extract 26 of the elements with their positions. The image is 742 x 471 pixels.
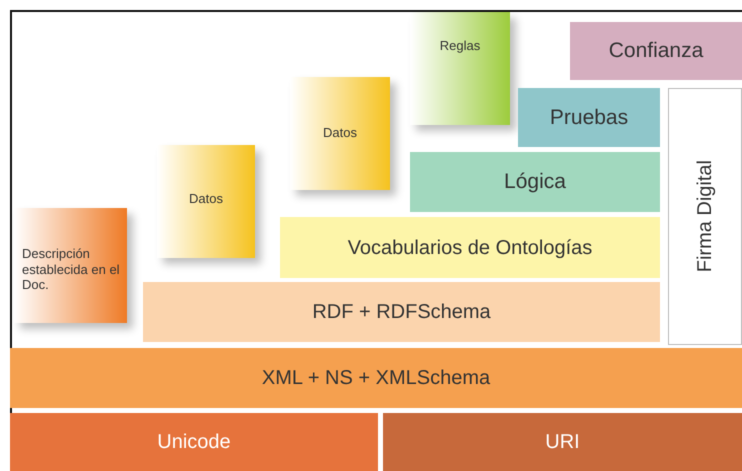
layer-label: Reglas (440, 38, 480, 54)
layer-band (143, 282, 660, 342)
layer-label: Confianza (608, 38, 704, 64)
layer-band (410, 152, 660, 212)
layer-label: URI (545, 430, 580, 454)
layer-label: Firma Digital (693, 160, 717, 273)
layer-card (290, 77, 390, 190)
layer-label: RDF + RDFSchema (312, 300, 491, 324)
layer-label: Vocabularios de Ontologías (348, 236, 592, 260)
layer-label: XML + NS + XMLSchema (262, 366, 490, 390)
layer-band (570, 22, 742, 80)
layer-card (157, 145, 255, 258)
layer-label: Pruebas (550, 104, 628, 130)
layer-label: Descripción establecida en el Doc. (22, 246, 121, 293)
layer-label: Unicode (157, 430, 231, 454)
layer-label: Datos (323, 125, 357, 141)
layer-band (10, 413, 378, 471)
layer-band (280, 217, 660, 278)
layer-band (10, 348, 742, 408)
layer-card (14, 208, 127, 323)
layer-label: Datos (189, 191, 223, 207)
layer-card (410, 12, 510, 125)
vertical-layer-band (668, 88, 742, 345)
layer-label: Lógica (504, 169, 566, 195)
layer-band (518, 88, 660, 147)
layer-band (383, 413, 742, 471)
